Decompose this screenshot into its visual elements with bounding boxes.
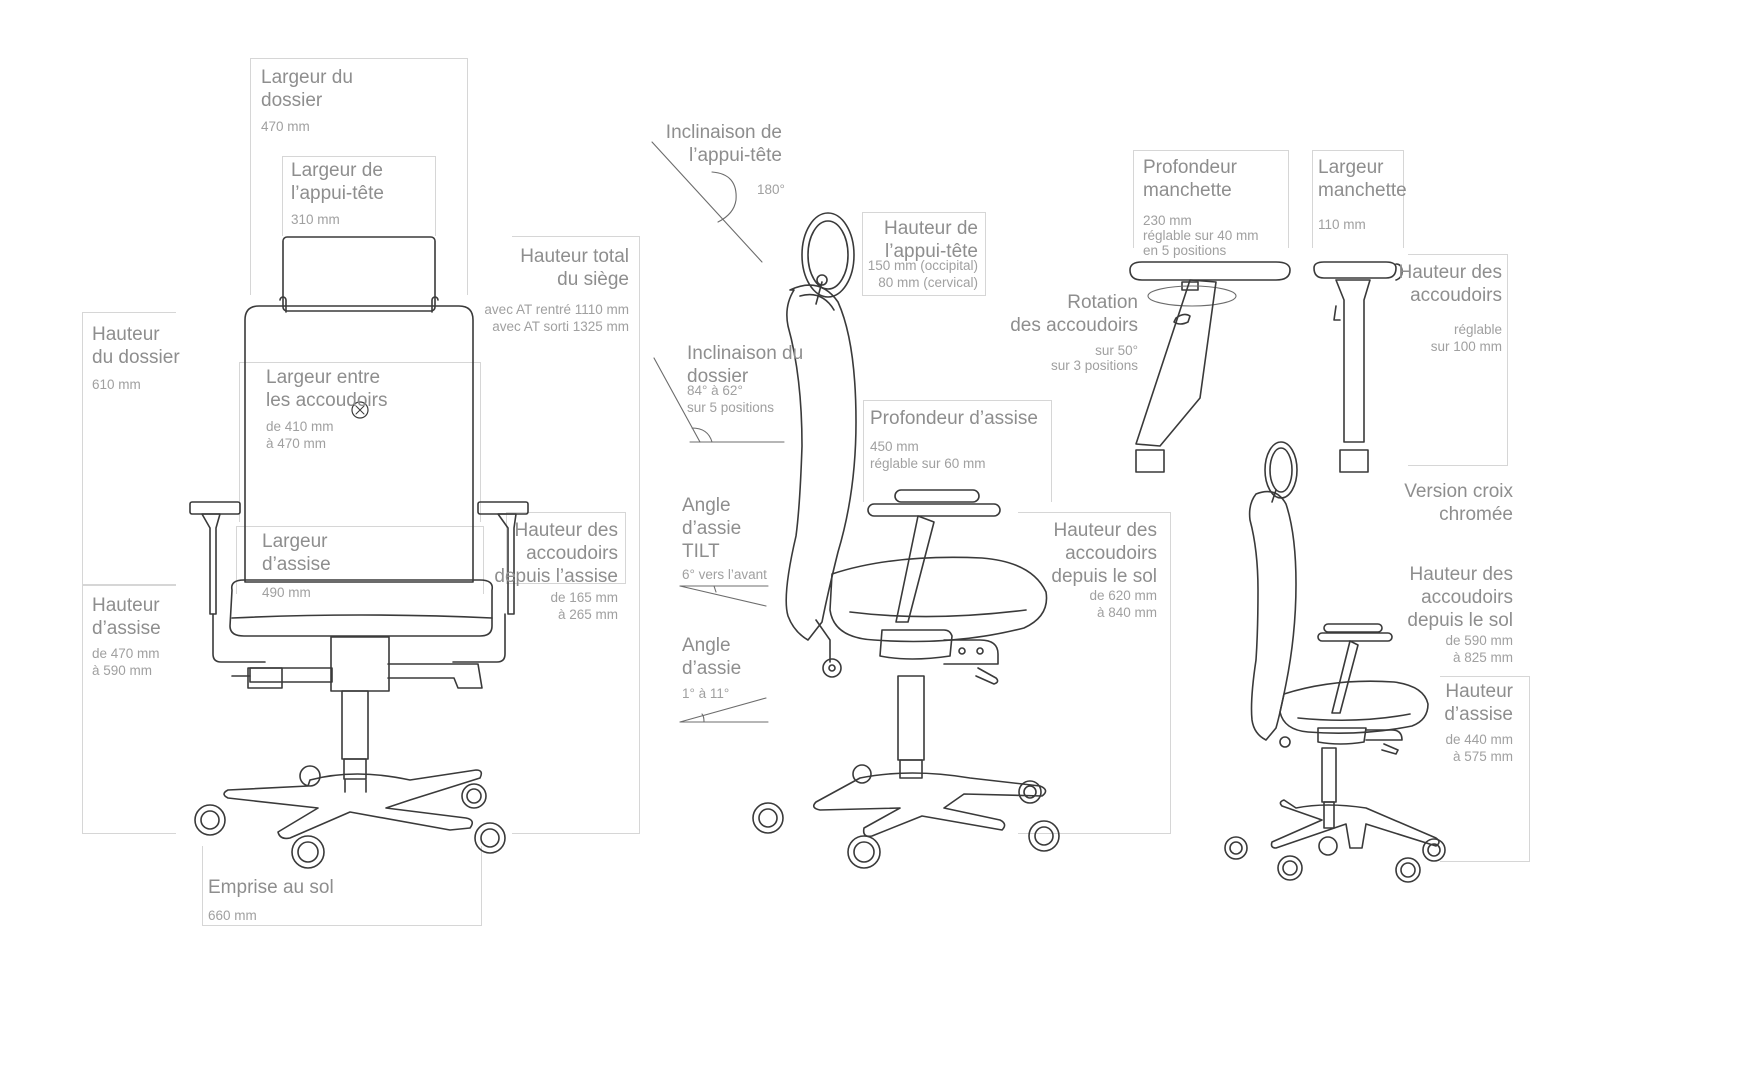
- chrome-version-title: Version croix chromée: [1404, 481, 1513, 525]
- frame-footprint: [202, 846, 482, 926]
- headrest-height-label: Hauteur de l’appui-tête: [883, 218, 978, 262]
- front-chair: [189, 236, 529, 869]
- pad-width-value: 110 mm: [1318, 217, 1366, 232]
- frame-seat-width: [236, 526, 484, 594]
- frame-headrest-width: [282, 156, 436, 236]
- frame-seat-height: [82, 584, 176, 834]
- seat-height-label: Hauteur d’assise: [92, 595, 161, 639]
- headrest-tilt-value: 180°: [757, 182, 785, 197]
- backrest-width-label: Largeur du dossier: [261, 67, 353, 111]
- armrest-height-floor-label: Hauteur des accoudoirs depuis le sol: [1051, 520, 1157, 587]
- chrome-armrest-height-label: Hauteur des accoudoirs depuis le sol: [1407, 564, 1513, 631]
- seat-width-label: Largeur d’assise: [262, 531, 331, 575]
- armrest-height-seat-value: de 165 mm à 265 mm: [550, 590, 618, 622]
- frame-total-height: [512, 236, 640, 834]
- chrome-seat-height-value: de 440 mm à 575 mm: [1445, 732, 1513, 764]
- total-height-label: Hauteur total du siège: [520, 246, 629, 290]
- tilt-angle-label: Angle d’assie TILT: [682, 495, 742, 562]
- total-height-value: avec AT rentré 1110 mm avec AT sorti 132…: [484, 302, 629, 334]
- rotation-value: sur 50° sur 3 positions: [1050, 343, 1138, 373]
- frame-armrest-height-seat: [506, 512, 626, 584]
- frame-headrest-height: [862, 212, 986, 296]
- frame-backrest-width: [250, 58, 468, 295]
- headrest-height-value: 150 mm (occipital) 80 mm (cervical): [867, 258, 978, 290]
- footprint-value: 660 mm: [208, 908, 257, 923]
- backrest-height-value: 610 mm: [92, 377, 141, 392]
- headrest-tilt-label: Inclinaison de l’appui-tête: [665, 122, 782, 166]
- seat-angle-value: 1° à 11°: [682, 686, 730, 701]
- pad-width-label: Largeur manchette: [1318, 157, 1407, 201]
- frame-armrest-height-floor: [1018, 512, 1171, 834]
- rotation-label: Rotation des accoudoirs: [1010, 292, 1138, 336]
- armrest-height-value: réglable sur 100 mm: [1430, 322, 1502, 354]
- frame-chrome-seat-height: [1440, 676, 1530, 862]
- armrest-height-label: Hauteur des accoudoirs: [1398, 262, 1502, 306]
- armrest-gap-value: de 410 mm à 470 mm: [266, 419, 334, 451]
- chrome-chair: [1224, 441, 1446, 883]
- frame-armrest-height: [1408, 254, 1508, 466]
- armrest-height-seat-label: Hauteur des accoudoirs depuis l’assise: [494, 520, 618, 587]
- chrome-seat-height-label: Hauteur d’assise: [1444, 681, 1513, 725]
- side-chair: [752, 212, 1060, 869]
- backrest-tilt-value: 84° à 62° sur 5 positions: [687, 383, 775, 415]
- armrest-detail: [1129, 261, 1403, 473]
- seat-depth-label: Profondeur d’assise: [870, 408, 1038, 429]
- frame-backrest-height: [82, 312, 176, 586]
- angle-guides: [651, 141, 785, 723]
- footprint-label: Emprise au sol: [208, 877, 334, 898]
- armrest-gap-label: Largeur entre les accoudoirs: [266, 367, 388, 411]
- backrest-height-label: Hauteur du dossier: [92, 324, 180, 368]
- headrest-width-value: 310 mm: [291, 212, 340, 227]
- backrest-width-value: 470 mm: [261, 119, 310, 134]
- seat-height-value: de 470 mm à 590 mm: [92, 646, 160, 678]
- seat-angle-label: Angle d’assie: [682, 635, 742, 679]
- pad-depth-value: 230 mm réglable sur 40 mm en 5 positions: [1143, 213, 1259, 258]
- headrest-width-label: Largeur de l’appui-tête: [291, 160, 384, 204]
- chrome-armrest-height-value: de 590 mm à 825 mm: [1445, 633, 1513, 665]
- backrest-tilt-label: Inclinaison du dossier: [687, 343, 804, 387]
- seat-depth-value: 450 mm réglable sur 60 mm: [870, 439, 986, 471]
- pad-depth-label: Profondeur manchette: [1143, 157, 1238, 201]
- tilt-angle-value: 6° vers l’avant: [682, 567, 767, 582]
- frame-armrest-gap: [239, 362, 481, 522]
- frame-pad-depth: [1133, 150, 1289, 248]
- armrest-height-floor-value: de 620 mm à 840 mm: [1089, 588, 1157, 620]
- frame-pad-width: [1312, 150, 1404, 248]
- seat-width-value: 490 mm: [262, 585, 311, 600]
- frame-seat-depth: [863, 400, 1052, 502]
